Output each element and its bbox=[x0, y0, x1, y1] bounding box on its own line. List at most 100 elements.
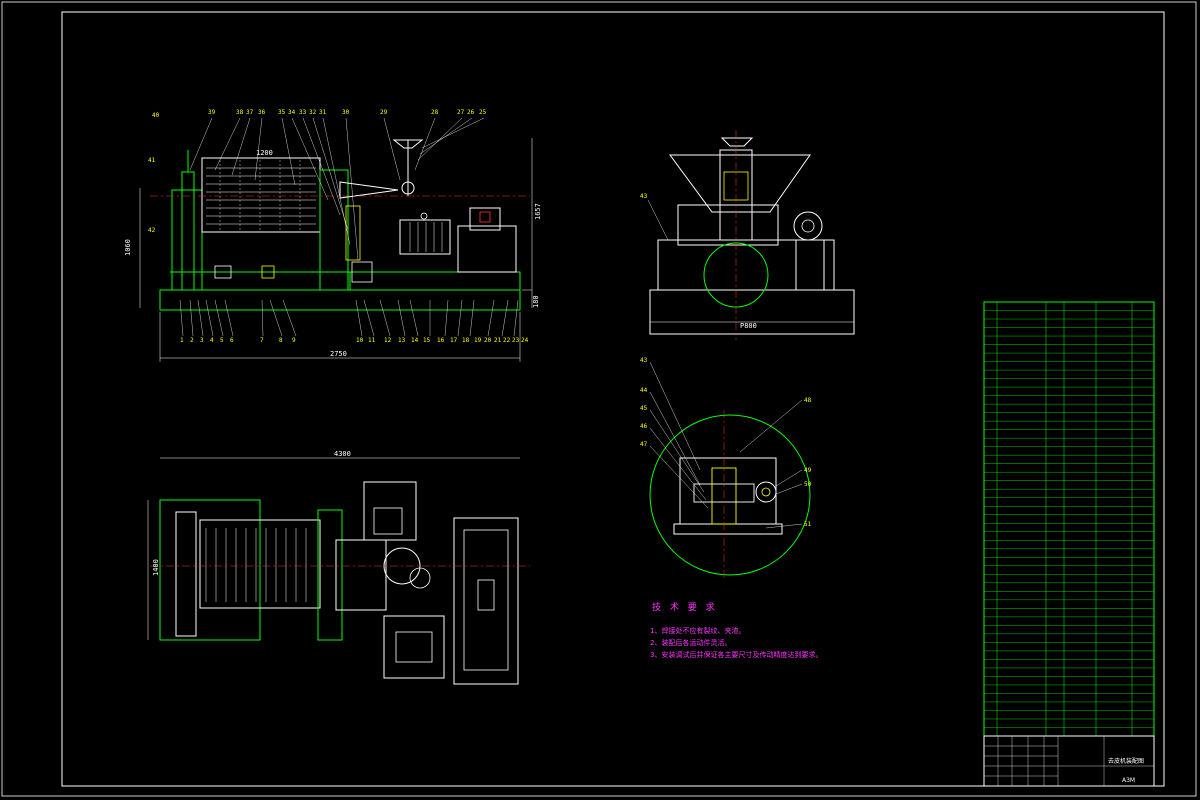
drawing-title: 去皮机装配图 bbox=[1108, 757, 1144, 765]
label-15: 15 bbox=[423, 337, 431, 344]
coupling-mid bbox=[261, 265, 275, 279]
bom-grid bbox=[984, 310, 1154, 728]
label-31: 31 bbox=[319, 109, 327, 116]
plan-gear-small bbox=[409, 567, 431, 589]
title-block-grid bbox=[984, 736, 1154, 786]
tech-req-item-2: 2、装配后各运动件灵活。 bbox=[650, 639, 732, 647]
front-dim-lines bbox=[139, 138, 533, 362]
coupling-left bbox=[214, 265, 232, 279]
label-17: 17 bbox=[450, 337, 458, 344]
drawing-frame bbox=[61, 11, 1165, 787]
dim-plan-width: 1400 bbox=[152, 559, 160, 576]
label-26: 26 bbox=[467, 109, 475, 116]
detail-base bbox=[673, 523, 783, 535]
bom-border bbox=[983, 301, 1155, 737]
tech-req-item-3: 3、安装调试后并保证各主要尺寸及传动精度达到要求。 bbox=[650, 651, 823, 659]
detail-label-51: 51 bbox=[804, 521, 812, 528]
hopper bbox=[669, 154, 811, 213]
gearbox-top bbox=[469, 207, 501, 231]
plan-gearbox-shaft bbox=[477, 579, 495, 611]
plan-gear-big bbox=[383, 547, 421, 585]
drum-outline bbox=[201, 157, 321, 233]
label-40: 40 bbox=[152, 112, 160, 119]
drawing-size: A3M bbox=[1122, 777, 1135, 784]
drum-ribs bbox=[206, 167, 316, 225]
label-39: 39 bbox=[208, 109, 216, 116]
front-base bbox=[159, 289, 521, 311]
label-27: 27 bbox=[457, 109, 465, 116]
label-38: 38 bbox=[236, 109, 244, 116]
hand-wheel bbox=[392, 139, 424, 149]
label-1: 1 bbox=[180, 337, 184, 344]
plan-gearbox-inner bbox=[463, 529, 509, 671]
gearbox bbox=[457, 225, 517, 273]
label-7: 7 bbox=[260, 337, 264, 344]
side-motor-shaft bbox=[801, 219, 815, 233]
label-4: 4 bbox=[210, 337, 214, 344]
detail-pulley bbox=[755, 481, 777, 503]
side-view: P800 43 bbox=[640, 130, 855, 340]
front-top-labels: 40 39 38 37 36 35 34 33 32 31 30 29 28 2… bbox=[152, 109, 487, 119]
front-leaders-top bbox=[189, 117, 485, 261]
label-35: 35 bbox=[278, 109, 286, 116]
front-motor-base bbox=[349, 271, 521, 291]
label-16: 16 bbox=[437, 337, 445, 344]
detail-view: 43 44 45 46 47 48 49 50 51 bbox=[640, 357, 812, 580]
title-block: 去皮机装配图 A3M bbox=[983, 735, 1155, 787]
plan-view: 4300 1400 bbox=[147, 450, 530, 685]
front-view: 1200 2750 1060 1657 180 40 39 38 37 36 3… bbox=[124, 109, 542, 362]
left-column bbox=[171, 189, 203, 291]
label-14: 14 bbox=[411, 337, 419, 344]
label-3: 3 bbox=[200, 337, 204, 344]
detail-leaders bbox=[649, 361, 803, 529]
label-21: 21 bbox=[494, 337, 502, 344]
bom-table bbox=[983, 301, 1155, 737]
tech-req-item-1: 1、焊接处不应有裂纹、夹渣。 bbox=[650, 627, 746, 635]
plan-left-frame bbox=[159, 499, 261, 641]
label-10: 10 bbox=[356, 337, 364, 344]
label-42: 42 bbox=[148, 227, 156, 234]
label-11: 11 bbox=[368, 337, 376, 344]
label-32: 32 bbox=[309, 109, 317, 116]
dim-front-base: 180 bbox=[532, 295, 540, 308]
tech-req-title: 技 术 要 求 bbox=[652, 603, 718, 613]
label-29: 29 bbox=[380, 109, 388, 116]
bearing-seat bbox=[345, 205, 361, 261]
detail-label-49: 49 bbox=[804, 467, 812, 474]
detail-circle bbox=[649, 414, 811, 576]
dim-front-height-left: 1060 bbox=[124, 239, 132, 256]
plan-upper-motor bbox=[363, 481, 417, 541]
bom-columns bbox=[996, 302, 1133, 736]
gearbox-mark bbox=[479, 211, 491, 223]
detail-pulley-hub bbox=[761, 487, 771, 497]
handwheel-hub bbox=[401, 181, 415, 195]
label-41: 41 bbox=[148, 157, 156, 164]
detail-label-46: 46 bbox=[640, 423, 648, 430]
label-22: 22 bbox=[503, 337, 511, 344]
front-motor bbox=[399, 219, 451, 255]
side-frame bbox=[657, 239, 835, 291]
detail-label-43: 43 bbox=[640, 357, 648, 364]
label-24: 24 bbox=[521, 337, 529, 344]
plan-lower-motor bbox=[383, 615, 445, 679]
label-34: 34 bbox=[288, 109, 296, 116]
detail-label-50: 50 bbox=[804, 481, 812, 488]
side-motor bbox=[793, 211, 823, 241]
label-25: 25 bbox=[479, 109, 487, 116]
label-13: 13 bbox=[398, 337, 406, 344]
detail-label-44: 44 bbox=[640, 387, 648, 394]
label-6: 6 bbox=[230, 337, 234, 344]
dim-plan-length: 4300 bbox=[334, 450, 351, 458]
detail-label-47: 47 bbox=[640, 441, 648, 448]
label-19: 19 bbox=[474, 337, 482, 344]
dim-front-height-right: 1657 bbox=[534, 203, 542, 220]
label-8: 8 bbox=[279, 337, 283, 344]
plan-drum-ribs bbox=[205, 528, 307, 602]
label-36: 36 bbox=[258, 109, 266, 116]
motor-fins bbox=[409, 222, 443, 252]
plan-right-frame bbox=[317, 509, 343, 641]
label-30: 30 bbox=[342, 109, 350, 116]
side-housing bbox=[677, 204, 779, 246]
